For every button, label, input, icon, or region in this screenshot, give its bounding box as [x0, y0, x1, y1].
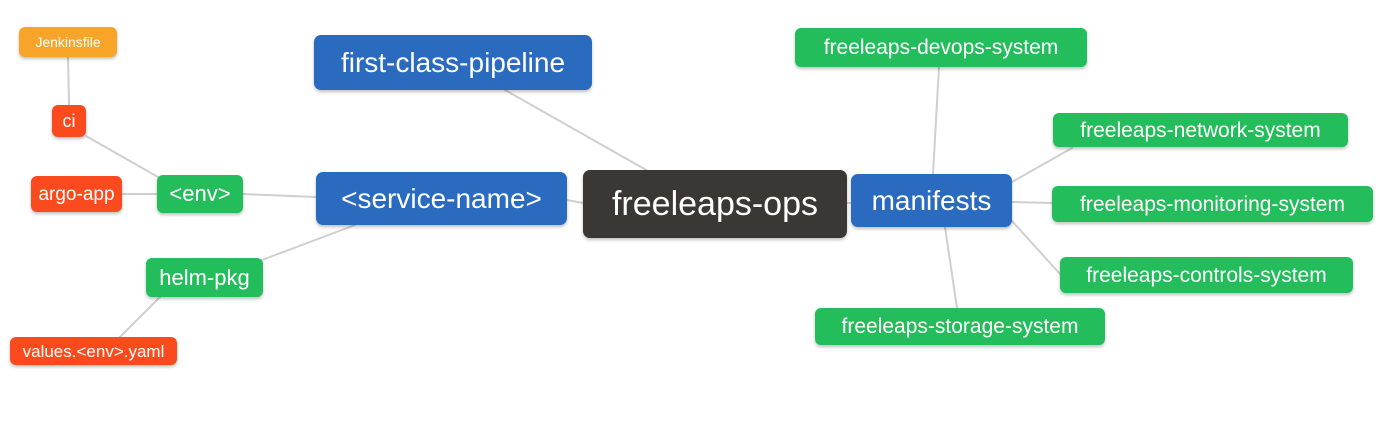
node-manifests[interactable]: manifests	[851, 174, 1012, 227]
edge-manifests-devops	[932, 66, 940, 175]
edge-ci-env	[85, 135, 159, 178]
node-ci[interactable]: ci	[52, 105, 86, 137]
edge-manifests-monitoring	[1011, 201, 1053, 204]
node-freeleaps-controls-system[interactable]: freeleaps-controls-system	[1060, 257, 1353, 293]
node-jenkinsfile[interactable]: Jenkinsfile	[19, 27, 117, 57]
node-service-name[interactable]: <service-name>	[316, 172, 567, 225]
edge-servicename-helmpkg	[261, 224, 356, 261]
node-argo-app[interactable]: argo-app	[31, 176, 122, 212]
node-first-class-pipeline[interactable]: first-class-pipeline	[314, 35, 592, 90]
edge-servicename-freeleapsops	[566, 199, 584, 204]
node-freeleaps-devops-system[interactable]: freeleaps-devops-system	[795, 28, 1087, 67]
node-values-env-yaml[interactable]: values.<env>.yaml	[10, 337, 177, 365]
edge-helmpkg-valuesyaml	[119, 296, 161, 338]
edge-manifests-network	[1011, 147, 1073, 183]
edge-manifests-storage	[944, 226, 958, 309]
node-freeleaps-ops[interactable]: freeleaps-ops	[583, 170, 847, 238]
node-env[interactable]: <env>	[157, 175, 243, 213]
edge-jenkinsfile-ci	[67, 56, 70, 106]
node-freeleaps-storage-system[interactable]: freeleaps-storage-system	[815, 308, 1105, 345]
edge-pipeline-freeleapsops	[504, 89, 649, 172]
node-freeleaps-monitoring-system[interactable]: freeleaps-monitoring-system	[1052, 186, 1373, 222]
node-helm-pkg[interactable]: helm-pkg	[146, 258, 263, 297]
edge-manifests-controls	[1011, 220, 1061, 275]
edge-env-servicename	[242, 193, 317, 198]
node-freeleaps-network-system[interactable]: freeleaps-network-system	[1053, 113, 1348, 147]
